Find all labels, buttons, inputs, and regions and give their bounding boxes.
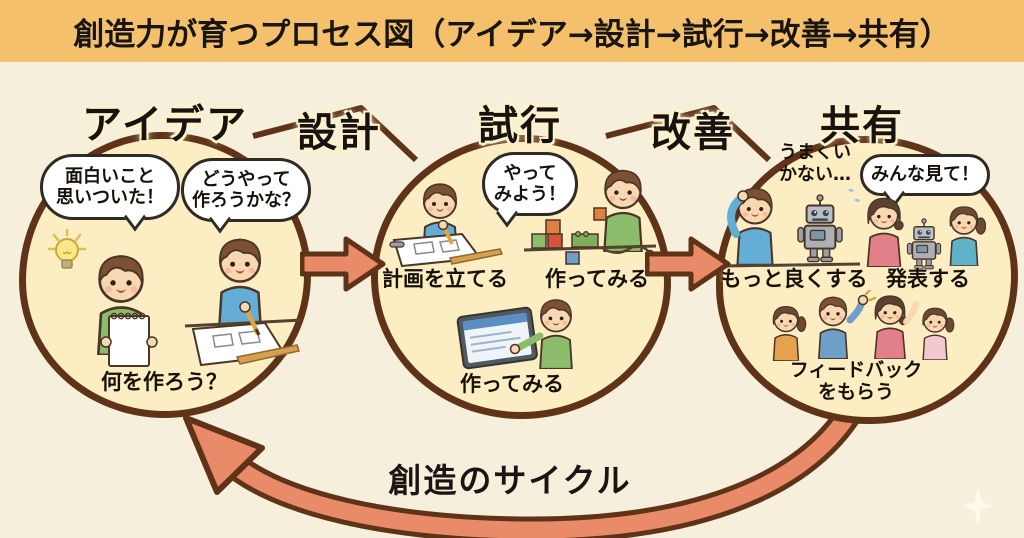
speech-bubble-idea-left-text: 面白いこと 思いついた！ (56, 165, 164, 208)
illustration-trial-blocks (523, 169, 657, 265)
caption-get-feedback: フィードバック をもらう (789, 359, 923, 403)
speech-bubble-idea-left: 面白いこと 思いついた！ (40, 154, 180, 232)
stage-label-design: 設計 (297, 110, 381, 156)
lightbulb-icon (47, 228, 87, 270)
speech-bubble-trial: やって みよう！ (482, 152, 578, 228)
stage-label-trial: 試行 (478, 103, 562, 149)
illustration-share-boy-robot (723, 187, 861, 268)
circle-connectors (252, 105, 772, 163)
caption-try-build: 作ってみる (545, 267, 649, 291)
caption-present: 発表する (886, 267, 970, 291)
stage-label-share: 共有 (820, 103, 904, 149)
caption-make-better: もっと良くする (720, 267, 868, 291)
illustration-idea-boy-drawing (184, 238, 304, 367)
illustration-trial-planning (389, 183, 504, 268)
caption-try-build-2: 作ってみる (460, 372, 564, 396)
illustration-share-feedback-group (772, 290, 955, 361)
page-title: 創造力が育つプロセス図（アイデア→設計→試行→改善→共有） (73, 16, 951, 53)
arrow-trial-to-share (645, 236, 731, 292)
illustration-idea-boy-lightbulb (47, 228, 158, 367)
caption-what-to-make: 何を作ろう？ (101, 370, 227, 394)
cycle-arrow (183, 360, 882, 538)
stage-label-improve: 改善 (651, 110, 735, 156)
cycle-label: 創造のサイクル (388, 461, 632, 500)
title-bar: 創造力が育つプロセス図（アイデア→設計→試行→改善→共有） (0, 0, 1024, 62)
illustration-trial-tablet (456, 298, 573, 370)
arrow-idea-to-trial (300, 236, 386, 292)
illustration-share-presenting (866, 197, 986, 270)
speech-bubble-trial-text: やって みよう！ (494, 162, 566, 205)
diagram-canvas: アイデア 設計 試行 改善 共有 面白いこと 思いついた！ どうやって 作ろうか… (0, 62, 1024, 538)
caption-make-plan: 計画を立てる (382, 267, 508, 291)
stage-label-idea: アイデア (82, 102, 248, 148)
speech-bubble-share-text: みんな見て！ (871, 164, 979, 186)
status-not-working: うまくい かない… (779, 142, 851, 185)
speech-bubble-idea-right-text: どうやって 作ろうかな？ (192, 168, 300, 211)
speech-bubble-share: みんな見て！ (860, 154, 990, 208)
speech-bubble-idea-right: どうやって 作ろうかな？ (181, 158, 311, 234)
